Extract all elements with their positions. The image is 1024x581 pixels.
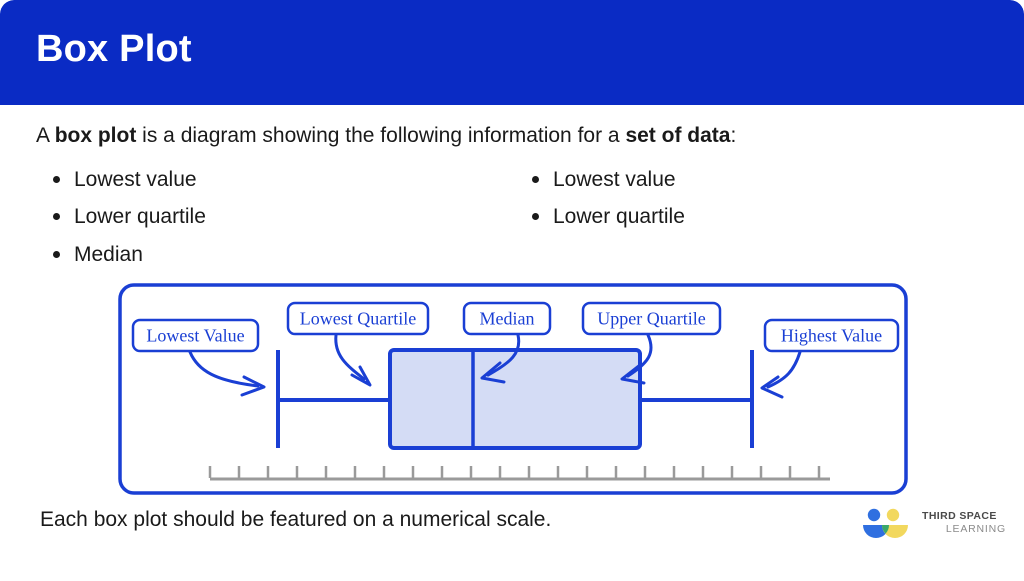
arrow-head-lowest-value [240, 375, 266, 397]
label-upper-quartile: Upper Quartile [581, 301, 722, 336]
label-lowest-value-text: Lowest Value [146, 326, 244, 346]
intro-bold-1: box plot [54, 124, 137, 147]
label-lowest-quartile: Lowest Quartile [286, 301, 430, 336]
numerical-scale-ruler [208, 466, 830, 481]
logo-yellow-head-icon [886, 508, 900, 522]
logo-line-2: LEARNING [945, 523, 1006, 535]
list-item: Lower quartile [46, 203, 206, 230]
label-median: Median [462, 301, 552, 336]
callout-arrows [188, 333, 802, 399]
arrow-lowest-quartile [334, 333, 366, 381]
label-lowest-value: Lowest Value [131, 318, 260, 353]
arrow-upper-quartile [626, 333, 653, 378]
intro-sentence: A box plot is a diagram showing the foll… [36, 122, 996, 150]
intro-part-2: is a diagram showing the following infor… [136, 124, 626, 147]
logo-wordmark: THIRD SPACE LEARNING [922, 510, 1006, 536]
callout-labels: Lowest Value Lowest Quartile Median Uppe… [131, 301, 900, 353]
list-item: Median [46, 241, 206, 268]
list-item: Lower quartile [525, 203, 685, 230]
bullet-column-right: Lowest value Lower quartile [525, 166, 685, 241]
box-plot-diagram: Lowest Value Lowest Quartile Median Uppe… [118, 283, 908, 495]
arrow-head-lowest-quartile [350, 365, 372, 387]
arrow-median [486, 333, 521, 377]
brand-logo: THIRD SPACE LEARNING [860, 505, 1005, 545]
list-item: Lowest value [46, 166, 206, 193]
third-space-learning-mark [863, 508, 908, 538]
arrow-head-upper-quartile [620, 363, 646, 385]
label-upper-quartile-text: Upper Quartile [597, 309, 705, 329]
footer-caption: Each box plot should be featured on a nu… [40, 508, 552, 531]
arrow-head-median [480, 361, 506, 384]
bullet-column-left: Lowest value Lower quartile Median [46, 166, 206, 278]
intro-part-3: : [730, 124, 737, 147]
logo-green-overlap-fill-icon [882, 525, 889, 534]
label-median-text: Median [480, 309, 535, 329]
logo-line-1: THIRD SPACE [922, 510, 997, 522]
diagram-frame [118, 283, 908, 495]
arrow-lowest-value [188, 350, 260, 388]
logo-blue-head-icon [867, 508, 881, 522]
arrow-highest-value [766, 350, 802, 389]
ruler-ticks [208, 466, 821, 478]
label-lowest-quartile-text: Lowest Quartile [300, 309, 416, 329]
header-bar: Box Plot [0, 0, 1024, 105]
label-highest-value: Highest Value [763, 318, 900, 353]
intro-part-1: A [36, 124, 55, 147]
list-item: Lowest value [525, 166, 685, 193]
page-title: Box Plot [36, 28, 192, 70]
arrow-head-highest-value [760, 375, 784, 399]
label-highest-value-text: Highest Value [781, 326, 882, 346]
box-iqr [388, 348, 642, 450]
intro-bold-2: set of data [625, 124, 731, 147]
bullet-lists: Lowest value Lower quartile Median Lowes… [0, 166, 1024, 266]
